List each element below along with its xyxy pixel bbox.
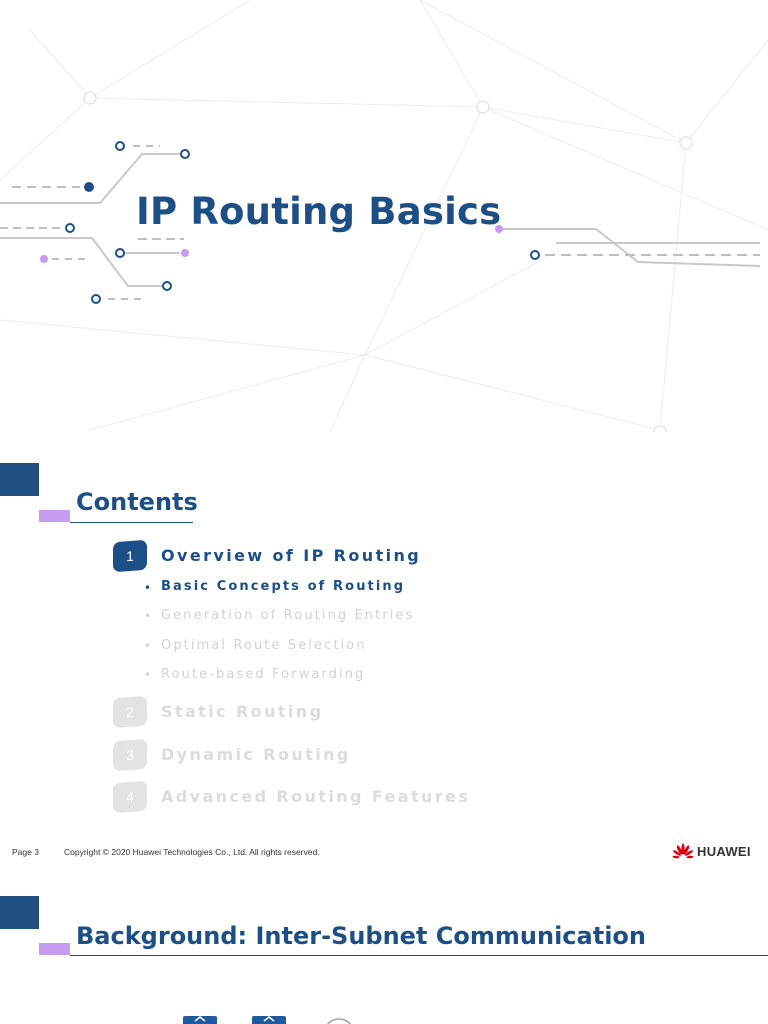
huawei-logo: HUAWEI bbox=[672, 843, 751, 860]
subitem-route-forwarding[interactable]: Route-based Forwarding bbox=[161, 667, 366, 682]
title-slide: IP Routing Basics bbox=[0, 0, 768, 432]
contents-item-static[interactable]: Static Routing bbox=[161, 702, 324, 721]
switch-icon bbox=[252, 1016, 286, 1024]
copyright-text: Copyright © 2020 Huawei Technologies Co.… bbox=[64, 847, 320, 857]
network-background bbox=[0, 0, 768, 432]
contents-item-advanced[interactable]: Advanced Routing Features bbox=[161, 787, 471, 806]
accent-bar bbox=[39, 510, 70, 522]
bullet-icon: • bbox=[144, 668, 152, 682]
bullet-icon: • bbox=[144, 581, 152, 595]
subitem-basic-concepts[interactable]: Basic Concepts of Routing bbox=[161, 579, 406, 594]
contents-item-dynamic[interactable]: Dynamic Routing bbox=[161, 745, 351, 764]
accent-bar bbox=[39, 943, 70, 955]
slide-title: IP Routing Basics bbox=[136, 190, 502, 233]
router-icon bbox=[183, 1016, 217, 1024]
circuit-decoration bbox=[0, 141, 190, 304]
heading-underline bbox=[70, 522, 193, 523]
corner-block bbox=[0, 896, 39, 929]
contents-heading: Contents bbox=[76, 488, 198, 516]
subitem-optimal-route[interactable]: Optimal Route Selection bbox=[161, 638, 367, 653]
network-devices bbox=[183, 1016, 352, 1024]
bullet-icon: • bbox=[144, 639, 152, 653]
background-heading: Background: Inter-Subnet Communication bbox=[76, 922, 646, 950]
item-number-badge: 3 bbox=[113, 738, 147, 772]
huawei-logo-icon bbox=[672, 843, 694, 859]
page-number: Page 3 bbox=[12, 847, 39, 857]
subitem-generation[interactable]: Generation of Routing Entries bbox=[161, 608, 415, 623]
background-slide: Background: Inter-Subnet Communication bbox=[0, 864, 768, 1024]
bullet-icon: • bbox=[144, 609, 152, 623]
item-number-badge: 1 bbox=[113, 539, 147, 573]
contents-item-overview[interactable]: Overview of IP Routing bbox=[161, 546, 422, 565]
item-number-badge: 2 bbox=[113, 695, 147, 729]
corner-block bbox=[0, 463, 39, 496]
item-number-badge: 4 bbox=[113, 780, 147, 814]
logo-text: HUAWEI bbox=[697, 844, 751, 859]
heading-underline bbox=[70, 955, 768, 956]
contents-slide: Contents 1 Overview of IP Routing • Basi… bbox=[0, 432, 768, 864]
